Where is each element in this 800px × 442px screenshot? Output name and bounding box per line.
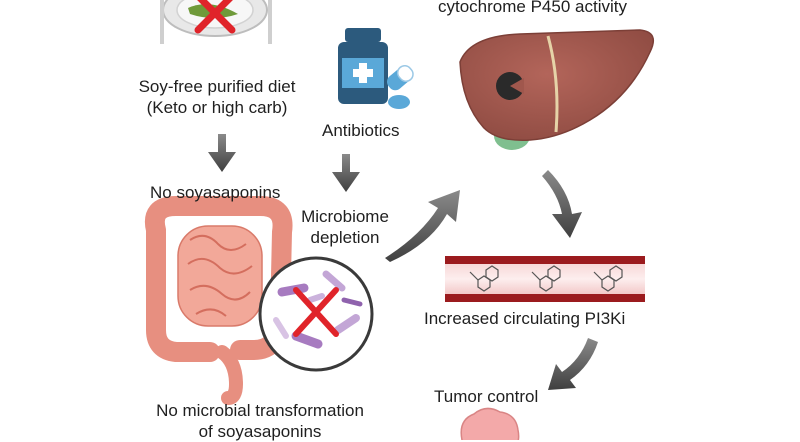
arrow-vessel-down <box>548 338 598 390</box>
intestine-icon <box>145 196 293 405</box>
diet-label-line2: (Keto or high carb) <box>146 98 288 117</box>
diet-cross-icon <box>194 0 236 34</box>
tumor-icon <box>460 407 520 440</box>
pill-bottle-icon <box>338 28 388 104</box>
microbiome-label-line2: depletion <box>310 228 380 247</box>
arrow-diet-down <box>208 134 236 172</box>
microbiome-depletion-label: Microbiome depletion <box>290 206 400 248</box>
transform-label-line2: of soyasaponins <box>198 422 322 441</box>
antibiotics-label: Antibiotics <box>322 121 400 140</box>
diet-label: Soy-free purified diet (Keto or high car… <box>112 76 322 118</box>
diet-label-line1: Soy-free purified diet <box>138 77 296 96</box>
arrow-antibiotics-down <box>332 154 360 192</box>
microbial-transformation-label: No microbial transformation of soyasapon… <box>140 400 380 442</box>
capsule-icon <box>386 64 414 109</box>
circulating-pi3ki-label: Increased circulating PI3Ki <box>424 309 626 328</box>
blood-vessel-icon <box>445 256 645 302</box>
tumor-control-label: Tumor control <box>434 387 539 406</box>
bacteria-cross-icon <box>293 287 339 337</box>
transform-label-line1: No microbial transformation <box>156 401 364 420</box>
liver-icon <box>459 29 655 150</box>
cyp-activity-label: cytochrome P450 activity <box>438 0 627 16</box>
arrow-to-liver <box>385 190 460 262</box>
arrow-liver-down <box>542 170 582 238</box>
microbiome-label-line1: Microbiome <box>301 207 389 226</box>
plate-icon <box>160 0 272 44</box>
no-soyasaponins-label: No soyasaponins <box>150 183 281 202</box>
